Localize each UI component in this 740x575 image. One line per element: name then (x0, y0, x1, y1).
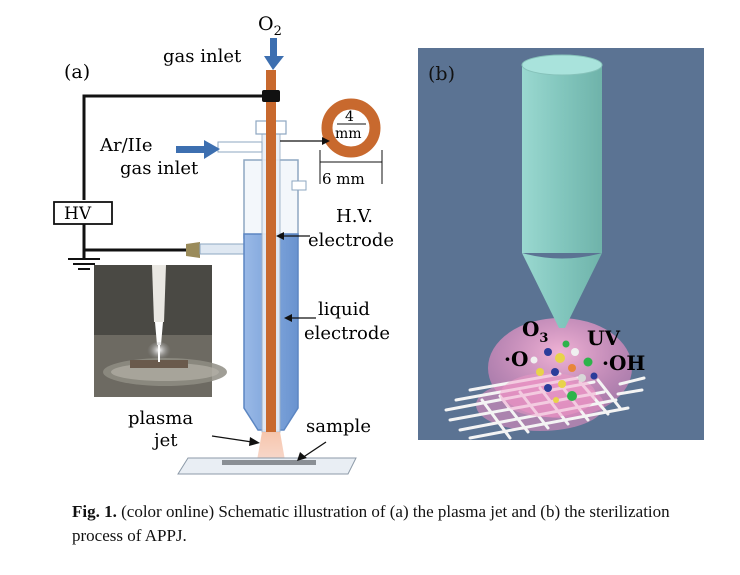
hv-wire-top (82, 94, 262, 200)
caption-text: (color online) Schematic illustration of… (72, 502, 670, 545)
liquid-pointer-head-icon (284, 314, 292, 322)
ring-inner-value: 4 (345, 109, 354, 125)
gas-inlet-top-label: gas inlet (163, 46, 242, 67)
hv-electrode-label-1: H.V. (336, 206, 373, 227)
plasma-pointer-head-icon (249, 437, 260, 446)
ar-arrow-shaft (176, 146, 206, 153)
liquid-label-1: liquid (318, 299, 370, 320)
nozzle-top (521, 54, 603, 76)
hv-electrode-label-2: electrode (308, 230, 394, 251)
figure-stage: (a) O2 gas inlet HV Ar/IIe (53, 13, 704, 475)
electrode-ring-icon (321, 98, 381, 158)
outer-tube-port (291, 180, 307, 191)
electrode-clamp (262, 90, 280, 102)
oh-radical-label: ·OH (602, 351, 645, 375)
o2-label: O2 (258, 13, 282, 39)
nozzle-cone (522, 253, 602, 328)
o-radical-label: ·O (504, 347, 528, 371)
sample-strip (222, 460, 316, 465)
hv-copper-electrode (266, 70, 276, 432)
inset-photo (94, 265, 227, 397)
uv-label: UV (587, 326, 620, 350)
hv-box-label: HV (64, 204, 92, 224)
sample-mesh (444, 372, 646, 440)
ar-he-label: Ar/IIe (99, 135, 153, 156)
o2-arrow-shaft (270, 38, 277, 58)
plasma-label-1: plasma (128, 408, 193, 429)
connector-plug (186, 242, 200, 258)
panel-a: (a) O2 gas inlet HV Ar/IIe (53, 13, 394, 475)
ring-outer-value: 6 mm (322, 170, 365, 188)
panel-b: (b) (418, 48, 704, 440)
hv-pointer-head-icon (276, 232, 284, 240)
connector-tube (199, 243, 245, 255)
figure-svg: (a) O2 gas inlet HV Ar/IIe (53, 13, 704, 475)
ring-inner-unit: mm (335, 126, 362, 142)
o2-arrow-head-icon (264, 56, 284, 70)
ar-arrow-head-icon (204, 140, 220, 159)
plasma-label-2: jet (152, 430, 178, 451)
figure-caption: Fig. 1. (color online) Schematic illustr… (72, 500, 692, 548)
ring-pointer-head-icon (322, 137, 330, 145)
o3-label: O3 (522, 317, 548, 346)
sample-label: sample (306, 416, 371, 437)
sample-pointer-line (301, 441, 327, 459)
caption-fig-label: Fig. 1. (72, 502, 117, 521)
gas-inlet-side-label: gas inlet (120, 158, 199, 179)
panel-a-label: (a) (64, 61, 90, 83)
plasma-pointer-line (211, 435, 253, 443)
reactive-species (530, 340, 598, 403)
hv-box (53, 201, 113, 225)
side-inlet-tube (217, 141, 263, 153)
liquid-label-2: electrode (304, 323, 390, 344)
panel-b-label: (b) (428, 63, 455, 85)
nozzle-cylinder (522, 65, 602, 253)
sample-pointer-head-icon (297, 452, 307, 461)
ground-icon (68, 258, 100, 270)
